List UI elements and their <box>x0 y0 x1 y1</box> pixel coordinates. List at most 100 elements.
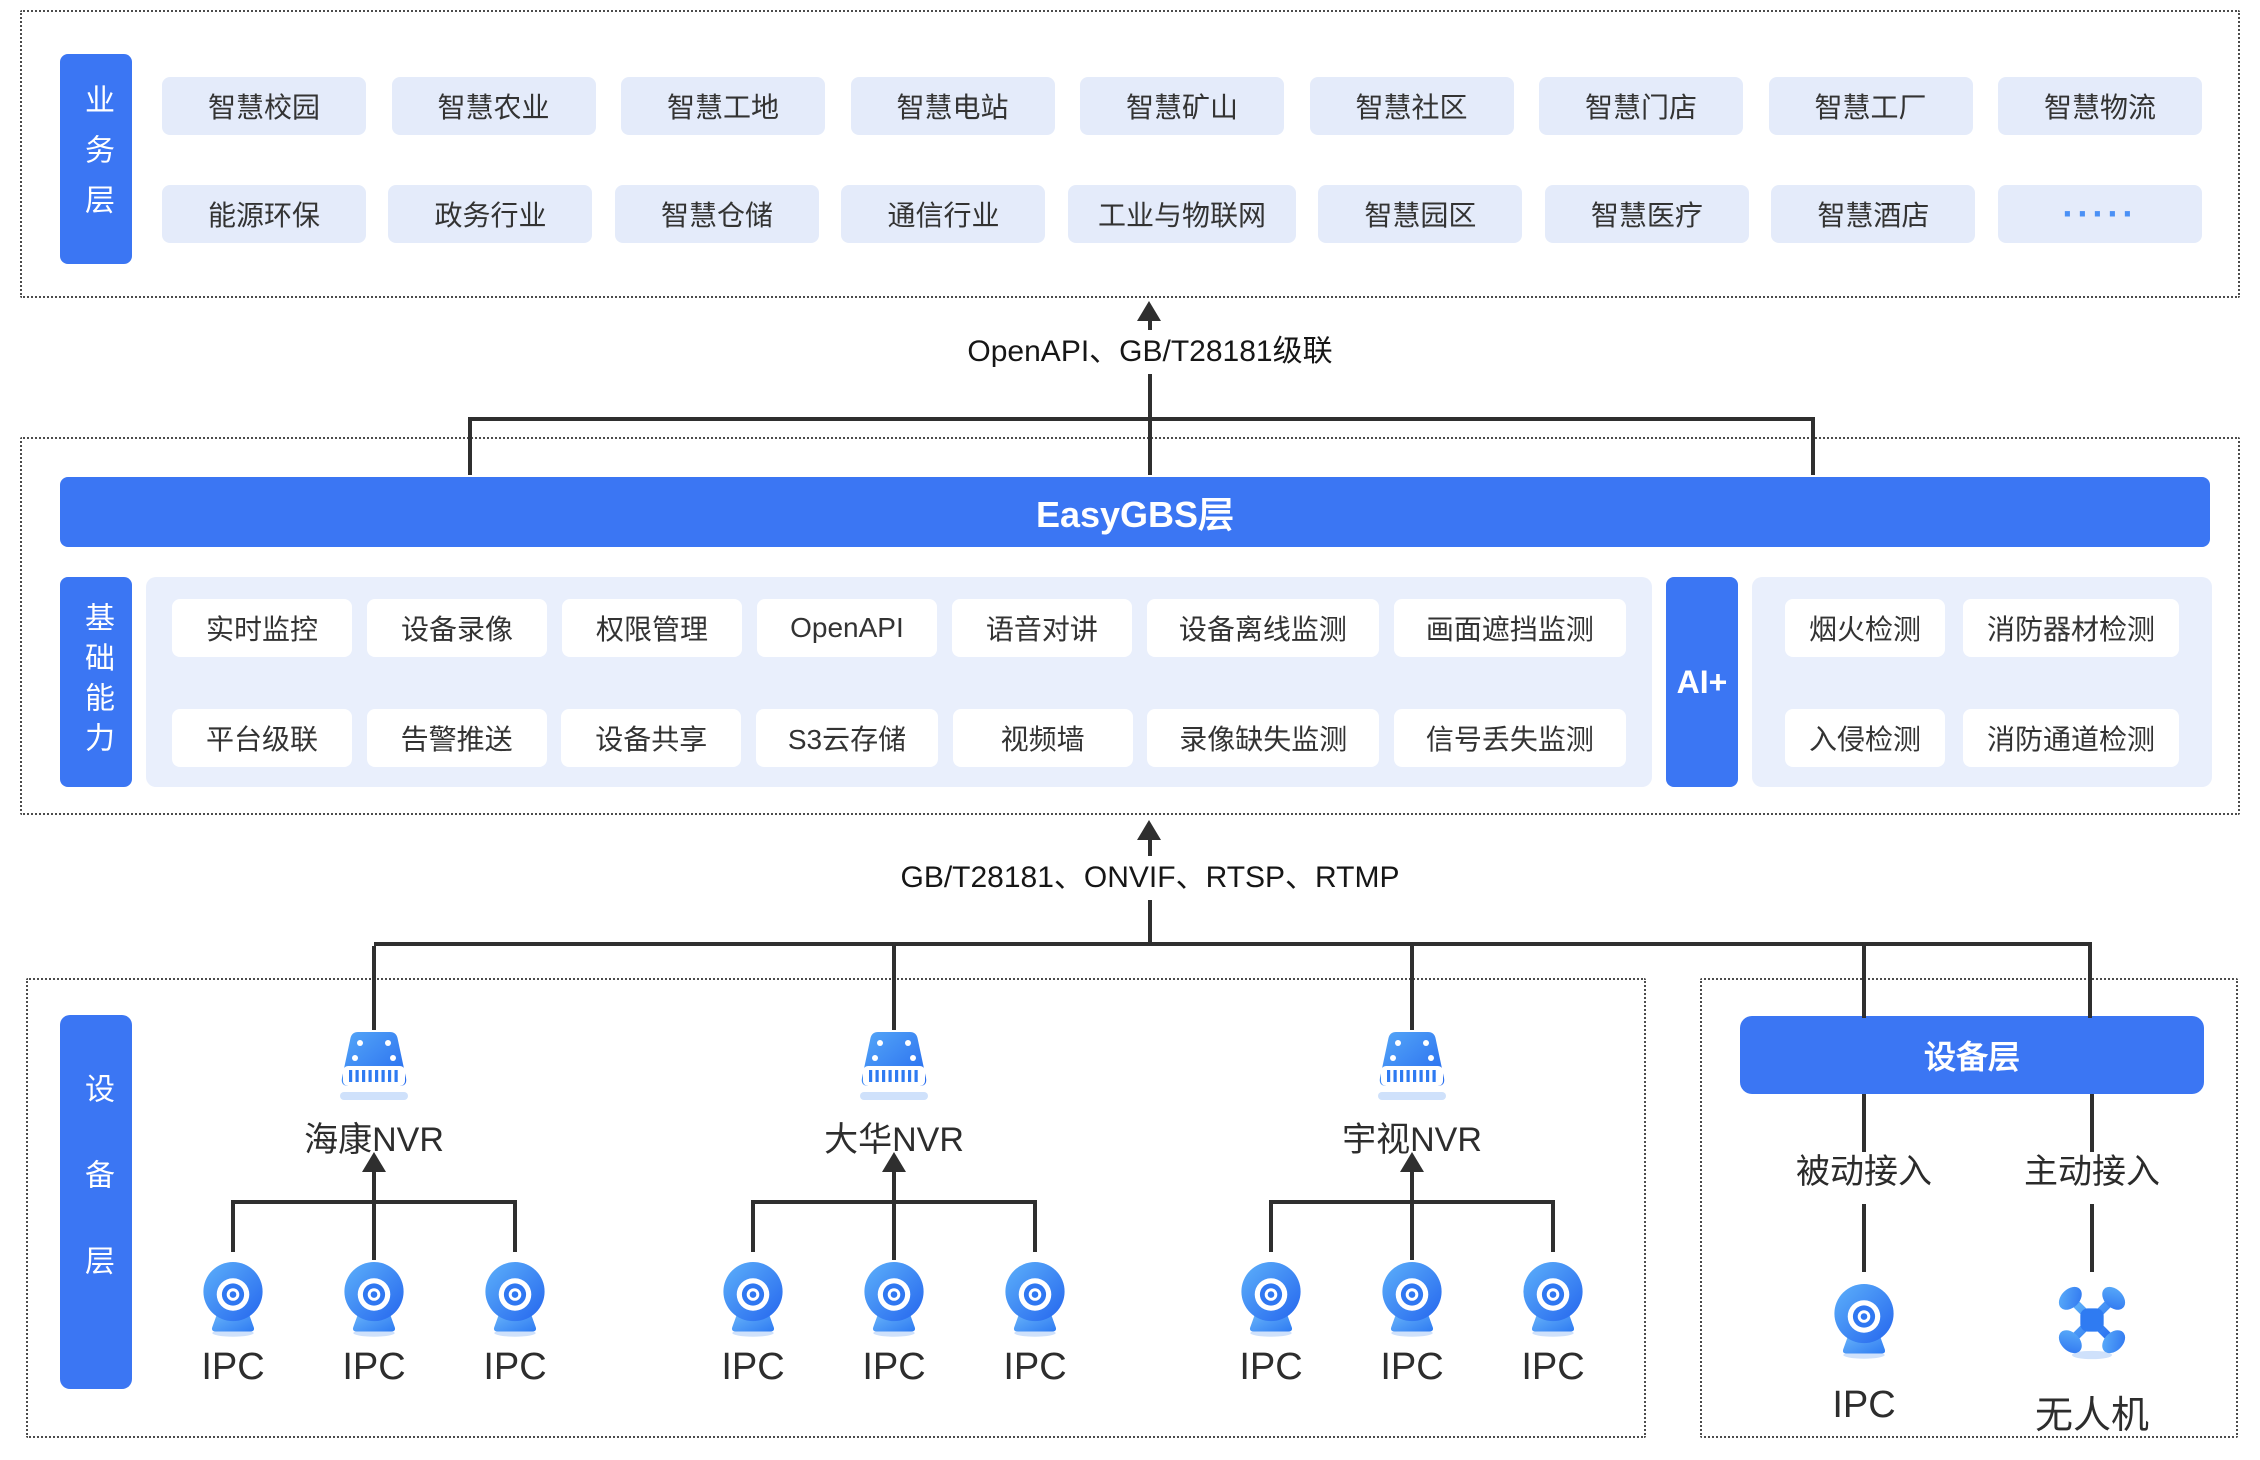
device-layer-box: 设备层 <box>26 978 1646 1438</box>
nvr-group: 大华NVR <box>704 1028 1084 1398</box>
nvr-group: 海康NVR <box>184 1028 564 1398</box>
active-access-label: 主动接入 <box>2024 1153 2160 1191</box>
business-chip: 智慧社区 <box>1309 77 1514 135</box>
business-chip: 通信行业 <box>841 185 1046 243</box>
connector-line <box>2090 1094 2094 1152</box>
ipc-camera-icon <box>1382 1261 1442 1337</box>
ipc-camera-icon <box>723 1261 783 1337</box>
nvr-icon <box>1378 1032 1446 1100</box>
ipc-camera-icon <box>1834 1283 1894 1359</box>
business-layer-box: 业务层 智慧校园智慧农业智慧工地智慧电站智慧矿山智慧社区智慧门店智慧工厂智慧物流… <box>20 10 2240 298</box>
ipc-label: IPC <box>342 1346 406 1388</box>
ai-chip: 消防通道检测 <box>1963 709 2180 767</box>
business-chip: ····· <box>1997 185 2202 243</box>
passive-access-label: 被动接入 <box>1796 1153 1932 1191</box>
ipc-label: IPC <box>1003 1346 1067 1388</box>
ipc-bracket <box>751 1200 1037 1252</box>
capability-chip: 录像缺失监测 <box>1147 709 1380 767</box>
ipc-node: IPC <box>1483 1254 1623 1389</box>
ipc-node: IPC <box>163 1254 303 1389</box>
capability-chip: 平台级联 <box>172 709 352 767</box>
nvr-groups: 海康NVR <box>28 980 1644 1436</box>
business-chip: 智慧酒店 <box>1771 185 1976 243</box>
ipc-camera-icon <box>203 1261 263 1337</box>
connector-drop <box>892 946 896 1030</box>
ai-row-2: 入侵检测消防通道检测 <box>1752 709 2212 767</box>
ipc-node: IPC <box>1201 1254 1341 1389</box>
ipc-label: IPC <box>1521 1346 1585 1388</box>
nvr-icon <box>340 1032 408 1100</box>
bottom-protocol-label: GB/T28181、ONVIF、RTSP、RTMP <box>878 856 1422 900</box>
arrow-up-icon <box>362 1152 386 1172</box>
capability-chip: 实时监控 <box>172 599 352 657</box>
business-chip: 政务行业 <box>388 185 593 243</box>
business-chip: 智慧农业 <box>391 77 596 135</box>
ai-panel: 烟火检测消防器材检测 入侵检测消防通道检测 <box>1752 577 2212 787</box>
connector-line <box>1410 1170 1414 1260</box>
ipc-label: IPC <box>721 1346 785 1388</box>
ipc-camera-icon <box>1005 1261 1065 1337</box>
business-chip: 智慧园区 <box>1318 185 1523 243</box>
connector-drop <box>1410 946 1414 1030</box>
capability-chip: 设备共享 <box>561 709 742 767</box>
business-row-2: 能源环保政务行业智慧仓储通信行业工业与物联网智慧园区智慧医疗智慧酒店 ····· <box>162 185 2202 243</box>
ai-plus-label: AI+ <box>1666 577 1738 787</box>
business-chip: 智慧门店 <box>1539 77 1743 135</box>
business-chip: 智慧矿山 <box>1080 77 1284 135</box>
ipc-camera-icon <box>1241 1261 1301 1337</box>
ipc-camera-icon <box>344 1261 404 1337</box>
arrow-up-icon <box>882 1152 906 1172</box>
ipc-label: IPC <box>1380 1346 1444 1388</box>
ipc-label: IPC <box>483 1346 547 1388</box>
ipc-node: IPC <box>1342 1254 1482 1389</box>
nvr-icon <box>860 1032 928 1100</box>
top-protocol-label: OpenAPI、GB/T28181级联 <box>945 330 1355 374</box>
ipc-node: IPC <box>824 1254 964 1389</box>
capability-chip: OpenAPI <box>756 599 937 657</box>
ipc-label: IPC <box>862 1346 926 1388</box>
easygbs-title-bar: EasyGBS层 <box>60 477 2210 547</box>
business-chip-grid: 智慧校园智慧农业智慧工地智慧电站智慧矿山智慧社区智慧门店智慧工厂智慧物流 能源环… <box>162 77 2202 243</box>
ipc-node: IPC <box>683 1254 823 1389</box>
capability-chip: 语音对讲 <box>951 599 1132 657</box>
business-chip: 智慧工厂 <box>1768 77 1973 135</box>
device-layer-label: 设备层 <box>60 1015 132 1389</box>
ipc-label: IPC <box>1239 1346 1303 1388</box>
business-row-1: 智慧校园智慧农业智慧工地智慧电站智慧矿山智慧社区智慧门店智慧工厂智慧物流 <box>162 77 2202 135</box>
capability-chip: 设备离线监测 <box>1146 599 1379 657</box>
capability-chip: 权限管理 <box>561 599 742 657</box>
connector-drop <box>1862 946 1866 1018</box>
connector-drop <box>2088 946 2092 1018</box>
connector-line <box>1862 1094 1866 1152</box>
ipc-node: IPC <box>965 1254 1105 1389</box>
business-chip: 工业与物联网 <box>1067 185 1296 243</box>
capability-chip: S3云存储 <box>755 709 939 767</box>
capability-label: 基础能力 <box>60 577 132 787</box>
ipc-label: IPC <box>1832 1384 1896 1426</box>
capability-chip: 告警推送 <box>366 709 547 767</box>
arrow-up-icon <box>1137 820 1161 840</box>
device-layer-header: 设备层 <box>1740 1016 2204 1094</box>
nvr-group: 宇视NVR <box>1222 1028 1602 1398</box>
connector-bracket <box>468 417 1815 475</box>
ai-chip: 入侵检测 <box>1784 709 1945 767</box>
connector-line <box>892 1170 896 1260</box>
drone-label: 无人机 <box>2034 1395 2149 1437</box>
business-chip: 智慧校园 <box>162 77 366 135</box>
business-chip: 智慧医疗 <box>1544 185 1749 243</box>
business-chip: 智慧仓储 <box>614 185 819 243</box>
capability-chip: 设备录像 <box>366 599 547 657</box>
business-chip: 智慧物流 <box>1998 77 2202 135</box>
connector-line <box>1862 1204 1866 1272</box>
connector-line <box>372 1170 376 1260</box>
drone-icon <box>2058 1286 2126 1360</box>
ai-chip: 烟火检测 <box>1784 599 1945 657</box>
business-layer-label: 业务层 <box>60 54 132 264</box>
connector-drop <box>372 946 376 1030</box>
capability-chip: 视频墙 <box>952 709 1133 767</box>
business-chip: 能源环保 <box>162 185 366 243</box>
connector-line <box>2090 1204 2094 1272</box>
